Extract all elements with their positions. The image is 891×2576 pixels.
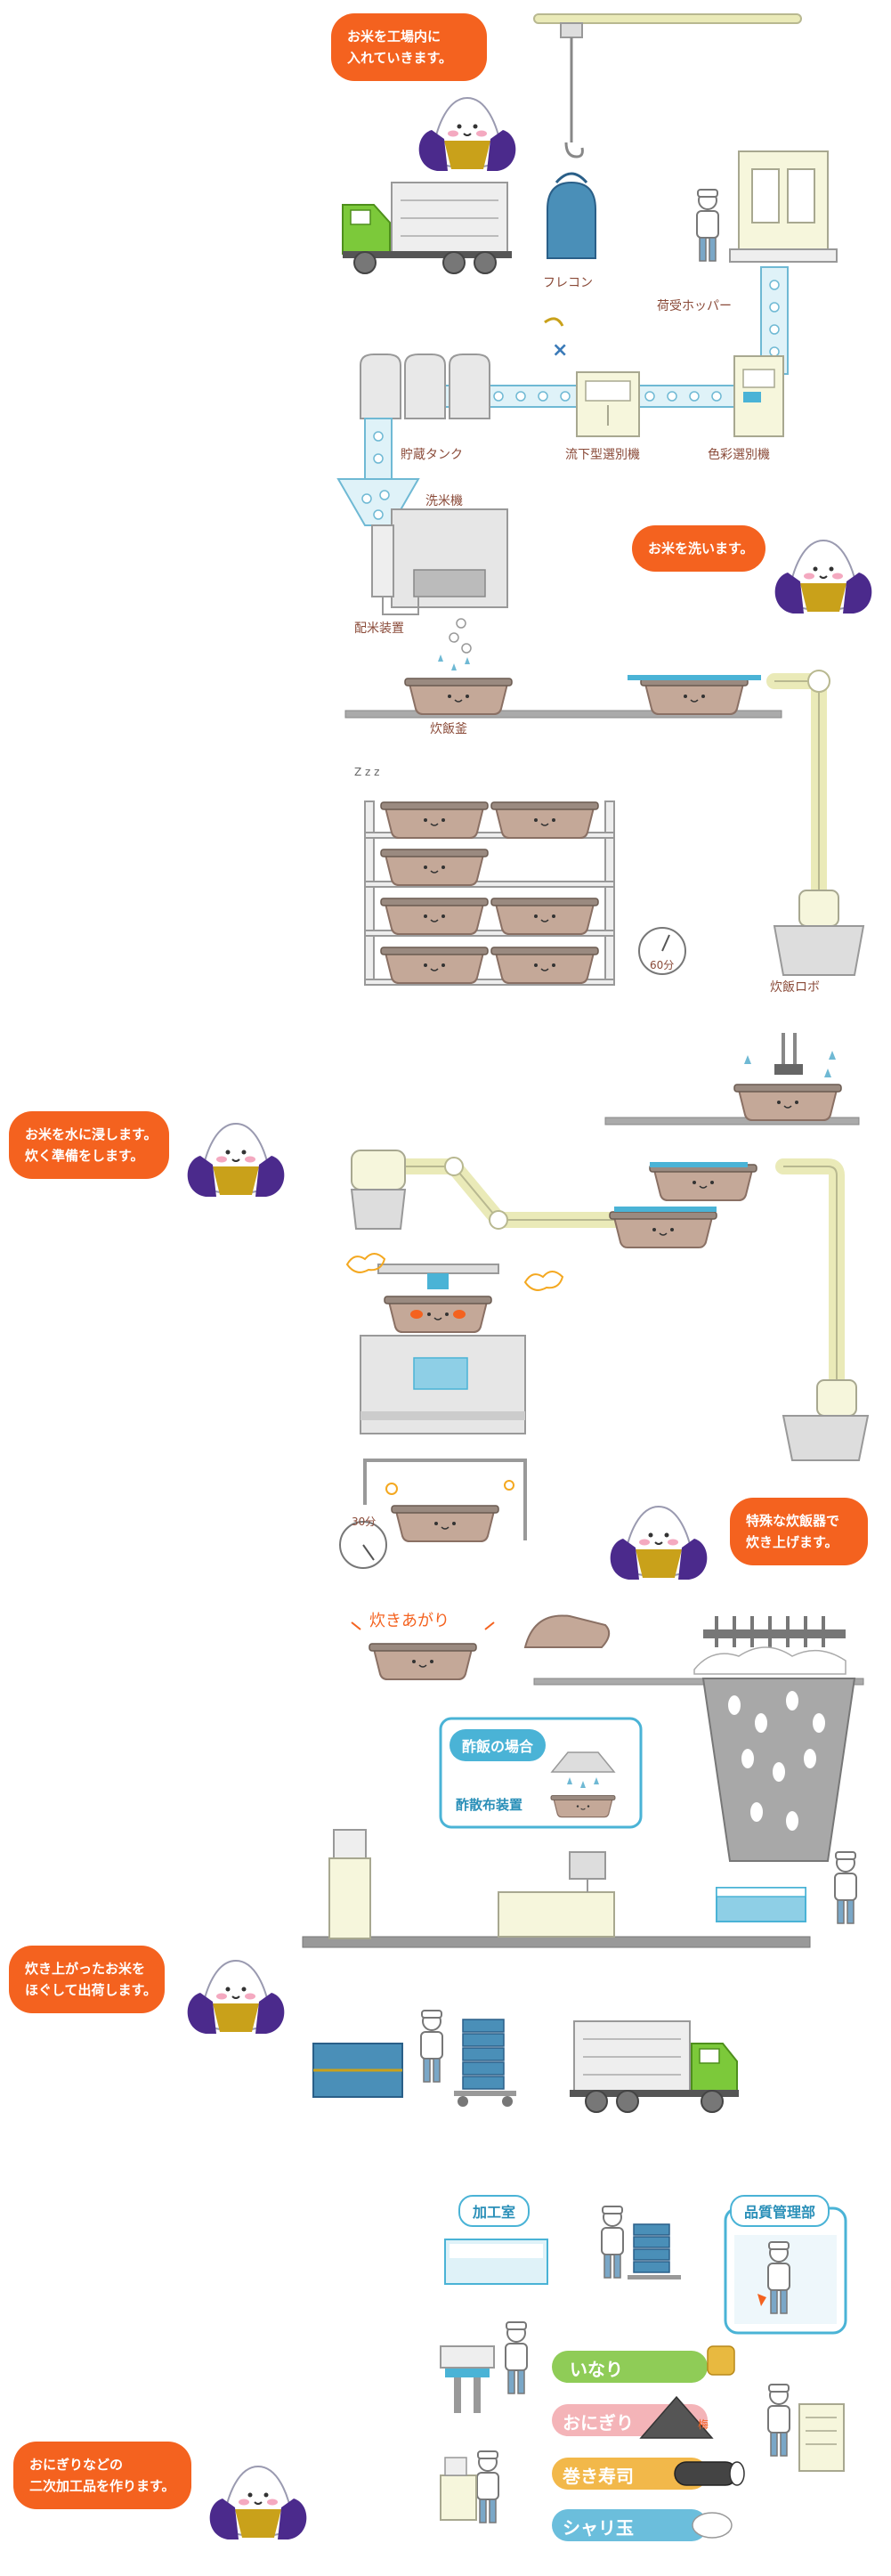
bubble-line: 入れていきます。 (347, 50, 453, 66)
crane-hook-icon (564, 142, 584, 158)
worker-icon (767, 2384, 790, 2457)
scale-machine (328, 1857, 371, 1939)
bubble-ship: 炊き上がったお米を ほぐして出荷します。 (9, 1946, 165, 2013)
label-flecon: フレコン (543, 276, 593, 290)
label-qc-dept: 品質管理部 (730, 2195, 830, 2227)
label-zzz: Z z z (354, 766, 380, 778)
product-pill-inari (552, 2351, 708, 2383)
steaming-frame (363, 1459, 527, 1540)
mascot-icon (609, 1506, 709, 1581)
label-30min: 30分 (352, 1516, 377, 1528)
bubble-cook: 特殊な炊飯器で 炊き上げます。 (730, 1498, 868, 1565)
tilted-pot-icon (523, 1614, 611, 1648)
bubble-line: 炊き上げます。 (746, 1534, 838, 1550)
soaking-rack (364, 800, 615, 986)
worker-icon (476, 2450, 499, 2523)
label-dispenser: 配米装置 (354, 622, 404, 636)
label-sushi-case: 酢飯の場合 (450, 1729, 547, 1761)
storage-tanks (360, 353, 490, 419)
mascot-icon (417, 97, 517, 172)
steaming-pot-icon (391, 1505, 499, 1542)
bubble-soak: お米を水に浸します。 炊く準備をします。 (9, 1111, 169, 1179)
bubble-line: おにぎりなどの (29, 2457, 124, 2473)
label-washer: 洗米機 (425, 494, 463, 508)
bubble-line: お米を水に浸します。 (25, 1126, 158, 1142)
label-vinegar: 酢散布装置 (456, 1797, 523, 1813)
bubble-line: お米を工場内に (347, 28, 441, 45)
product-onigiri: おにぎり (563, 2412, 634, 2434)
cooked-pot-icon (369, 1643, 477, 1680)
crate-stack (462, 2019, 505, 2090)
mascot-icon (186, 1123, 286, 1198)
rice-pot-icon (649, 1164, 757, 1201)
label-proc-room: 加工室 (458, 2195, 531, 2227)
rice-pot-icon (404, 678, 513, 715)
label-ume: 梅 (698, 2418, 709, 2431)
label-color-sorter: 色彩選別機 (708, 448, 770, 462)
packing-line (302, 1936, 811, 1948)
product-inari: いなり (570, 2359, 623, 2380)
reject-x-icon: × (552, 339, 568, 362)
mascot-icon (208, 2466, 308, 2540)
rice-pot-icon (609, 1211, 717, 1248)
washer-machine (391, 508, 508, 608)
product-pill-sharidama (552, 2509, 708, 2541)
label-tank: 貯蔵タンク (401, 448, 463, 462)
cooker-pot-icon (384, 1296, 492, 1333)
product-pill-makizushi (552, 2458, 708, 2490)
bubble-line: 特殊な炊飯器で (746, 1513, 840, 1529)
bubble-line: ほぐして出荷します。 (25, 1982, 158, 1998)
bubble-wash: お米を洗います。 (632, 525, 765, 572)
worker-icon (696, 189, 719, 262)
crane-rail (533, 13, 802, 24)
label-pot: 炊飯釜 (430, 722, 467, 736)
label-hopper: 荷受ホッパー (657, 299, 732, 313)
product-sharidama: シャリ玉 (563, 2517, 634, 2539)
rice-pot-icon (733, 1084, 842, 1121)
flecon-bag-icon (547, 181, 596, 259)
worker-icon (505, 2321, 528, 2394)
robot-base (773, 925, 865, 976)
bubble-secondary: おにぎりなどの 二次加工品を作ります。 (13, 2442, 191, 2509)
mascot-icon (186, 1960, 286, 2035)
label-robot: 炊飯ロボ (770, 980, 820, 995)
bubble-line: お米を洗います。 (648, 540, 754, 557)
label-drop-sorter: 流下型選別機 (565, 448, 640, 462)
worker-icon (420, 2010, 443, 2083)
rice-pot-icon (640, 678, 749, 715)
bubble-intake: お米を工場内に 入れていきます。 (331, 13, 487, 81)
label-cooked: 炊きあがり (369, 1612, 450, 1630)
bubble-line: 炊き上がったお米を (25, 1961, 146, 1977)
worker-icon (834, 1851, 857, 1924)
loosening-comb (703, 1629, 846, 1638)
bubble-line: 二次加工品を作ります。 (29, 2478, 175, 2494)
label-60min: 60分 (650, 959, 675, 971)
bubble-line: 炊く準備をします。 (25, 1148, 144, 1164)
product-makizushi: 巻き寿司 (563, 2466, 634, 2487)
mascot-icon (774, 540, 873, 614)
packing-machine (798, 2403, 845, 2472)
worker-icon (601, 2206, 624, 2279)
